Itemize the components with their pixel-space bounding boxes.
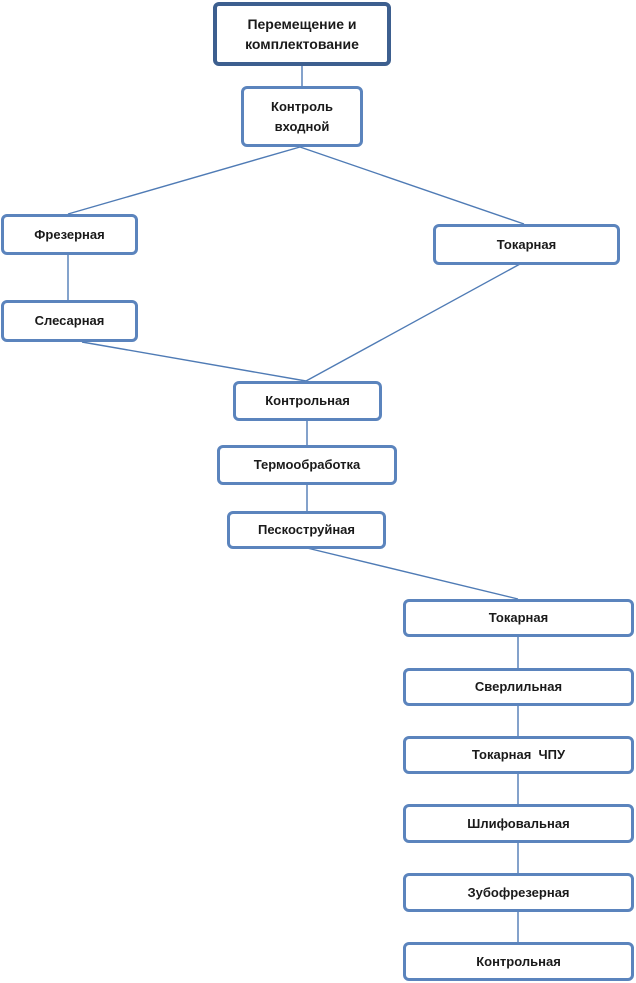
edge-incoming-control-to-milling [67,146,301,215]
node-milling: Фрезерная [1,214,138,255]
edge-layer [67,66,525,942]
edge-turning-to-control [305,263,521,382]
node-heat-treatment: Термообработка [217,445,397,485]
node-move-assembly: Перемещение и комплектование [213,2,391,66]
node-drilling: Сверлильная [403,668,634,706]
node-fitting: Слесарная [1,300,138,342]
node-control-1: Контрольная [233,381,382,421]
node-incoming-control: Контроль входной [241,86,363,147]
node-turning-2: Токарная [403,599,634,637]
node-turning-cnc: Токарная ЧПУ [403,736,634,774]
edge-fitting-to-control [81,341,307,382]
node-gear-milling: Зубофрезерная [403,873,634,912]
edge-incoming-control-to-turning [299,146,525,225]
node-grinding: Шлифовальная [403,804,634,843]
node-control-2: Контрольная [403,942,634,981]
node-turning-1: Токарная [433,224,620,265]
node-sandblasting: Пескоструйная [227,511,386,549]
edge-sandblasting-to-turning [306,547,519,600]
